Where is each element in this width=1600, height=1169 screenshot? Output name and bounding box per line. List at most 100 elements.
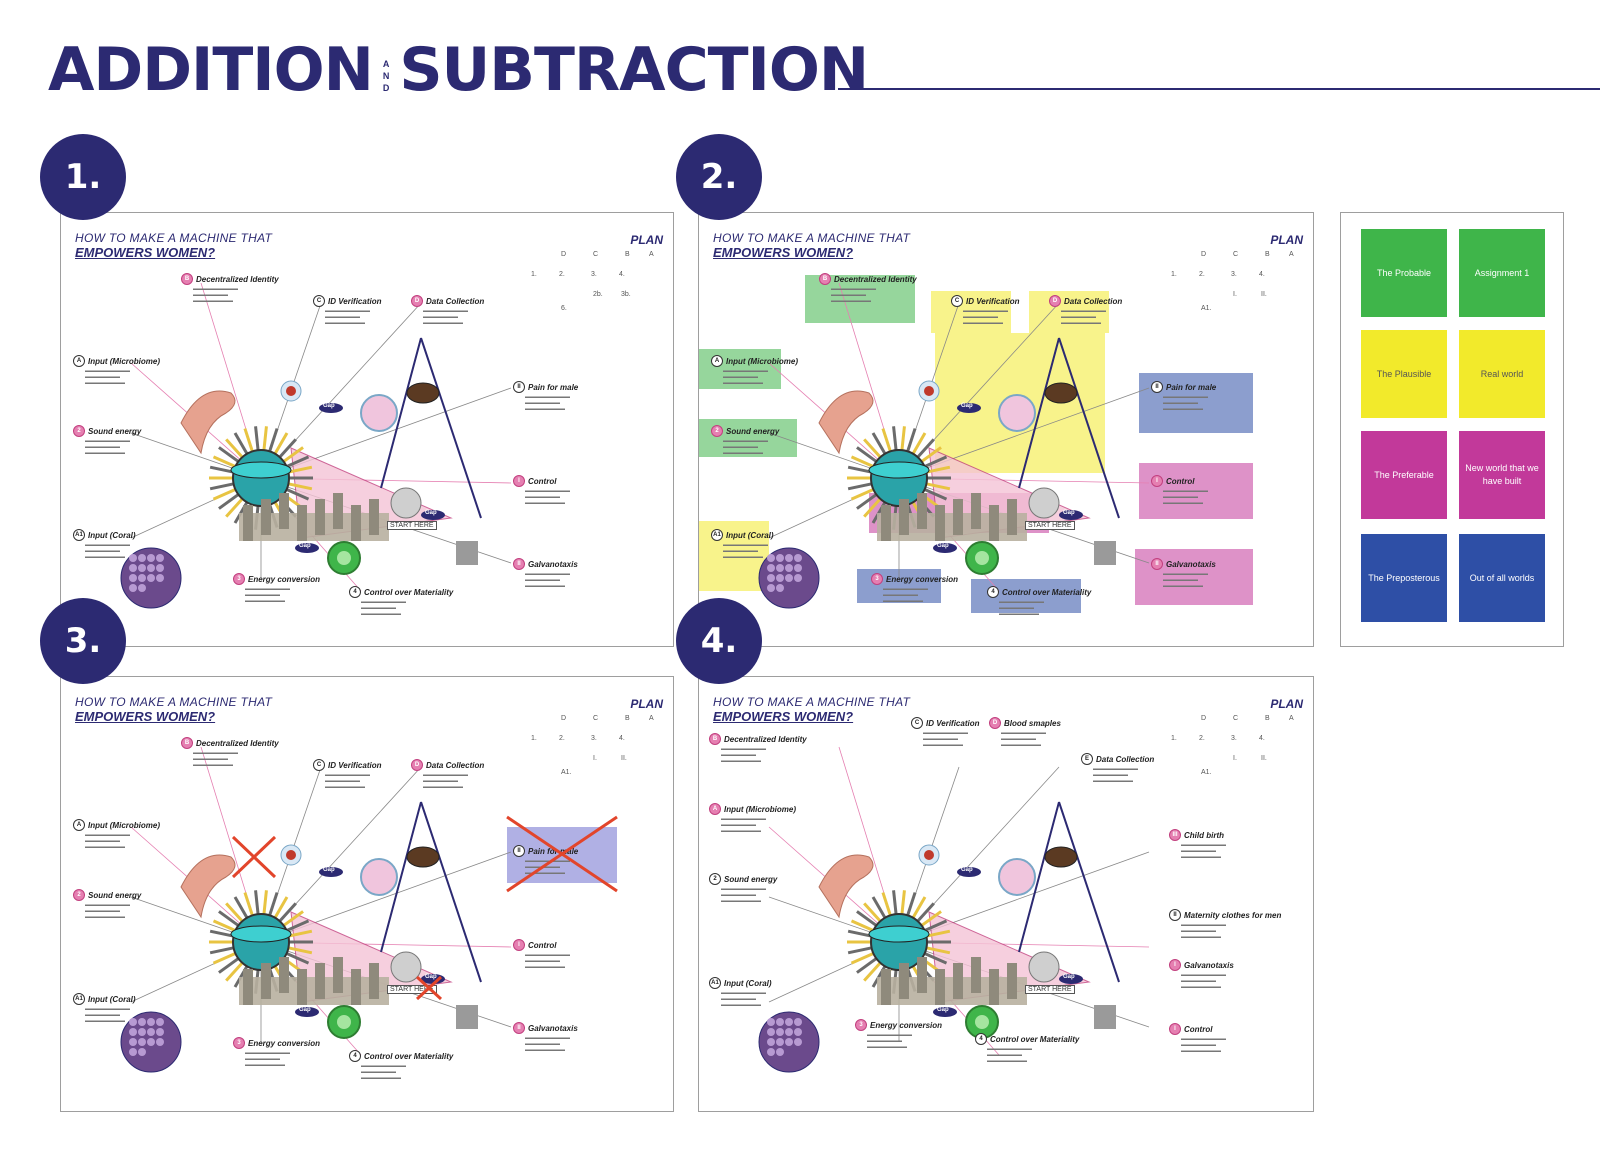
plan-flow-step: A — [649, 251, 654, 258]
node-badge: 2 — [73, 425, 85, 437]
coral-dot — [147, 554, 155, 562]
node-label: ID Verification — [328, 760, 382, 770]
wheel-spoke — [225, 960, 245, 982]
node-label: Galvanotaxis — [528, 1023, 578, 1033]
plan-flow-step: D — [1201, 715, 1207, 722]
node-description: ▬▬▬▬▬▬▬▬▬▬▬▬▬▬▬▬▬▬▬▬▬▬▬▬ — [987, 1046, 1032, 1064]
plan-flow-step: 4. — [1259, 735, 1265, 742]
panel-question: HOW TO MAKE A MACHINE THAT — [75, 695, 273, 709]
building-block — [243, 505, 253, 541]
coral-dot — [129, 574, 137, 582]
gap-pill — [933, 1007, 957, 1017]
node-description: ▬▬▬▬▬▬▬▬▬▬▬▬▬▬▬▬▬▬▬▬▬▬▬▬ — [525, 1035, 570, 1053]
wheel-spoke — [924, 481, 951, 491]
node-label: Child birth — [1184, 830, 1224, 840]
wheel-spoke — [850, 487, 876, 501]
coral-dot — [138, 1018, 146, 1026]
coral-dot — [156, 1038, 164, 1046]
coral-dot — [138, 1048, 146, 1056]
node-label: Control — [528, 476, 557, 486]
node-label: Decentralized Identity — [196, 274, 279, 284]
gap-pill — [421, 510, 445, 520]
node-badge: 3 — [855, 1019, 867, 1031]
node-label: Input (Coral) — [88, 530, 136, 540]
node-label: Sound energy — [724, 874, 778, 884]
node-badge: II — [1151, 381, 1163, 393]
machine-collage — [758, 746, 1150, 1073]
coral-dot — [767, 1018, 775, 1026]
node-label: Input (Microbiome) — [726, 356, 798, 366]
coral-dot — [767, 574, 775, 582]
gap-label: Gap — [937, 1007, 949, 1013]
coral-dot — [156, 1028, 164, 1036]
wheel-spoke — [286, 945, 313, 955]
panel-headline: EMPOWERS WOMEN? — [713, 709, 854, 724]
plan-flow-step: 2. — [1199, 735, 1205, 742]
node-description: ▬▬▬▬▬▬▬▬▬▬▬▬▬▬▬▬▬▬▬▬▬▬▬▬ — [1163, 571, 1208, 589]
purple-rod — [380, 801, 422, 953]
sticky-label: The Probable — [1376, 267, 1432, 278]
purple-rod — [1018, 801, 1060, 953]
node-label: Energy conversion — [870, 1020, 943, 1030]
coral-dot — [794, 564, 802, 572]
node-badge: II — [513, 845, 525, 857]
node-description: ▬▬▬▬▬▬▬▬▬▬▬▬▬▬▬▬▬▬▬▬▬▬▬▬ — [999, 599, 1044, 617]
wheel-spoke — [910, 432, 927, 457]
plan-flow-step: B — [1265, 251, 1270, 258]
sticky-assignment-1: Assignment 1 — [1459, 229, 1545, 317]
plan-flow-step: C — [593, 715, 599, 722]
sticky-label: The Plausible — [1376, 368, 1432, 379]
plan-flow-step: II. — [1261, 291, 1267, 298]
coral-dot — [147, 1028, 155, 1036]
node-label: Pain for male — [528, 846, 579, 856]
node-description: ▬▬▬▬▬▬▬▬▬▬▬▬▬▬▬▬▬▬▬▬▬▬▬▬ — [883, 586, 928, 604]
coral-dot — [785, 1028, 793, 1036]
node-description: ▬▬▬▬▬▬▬▬▬▬▬▬▬▬▬▬▬▬▬▬▬▬▬▬ — [423, 308, 468, 326]
wheel-spoke — [881, 428, 893, 454]
wheel-spoke — [847, 481, 874, 491]
coral-dot — [129, 1038, 137, 1046]
wheel-spoke — [922, 951, 948, 965]
coral-dot — [776, 1038, 784, 1046]
wheel-spoke — [272, 432, 289, 457]
machine-collage — [120, 282, 512, 609]
gap-label: Gap — [961, 867, 973, 873]
node-label: Sound energy — [88, 426, 142, 436]
subtraction-cross-marks — [231, 815, 618, 1001]
title-subtraction: SUBTRACTION — [399, 35, 869, 105]
node-description: ▬▬▬▬▬▬▬▬▬▬▬▬▬▬▬▬▬▬▬▬▬▬▬▬ — [525, 952, 570, 970]
gap-pill — [319, 867, 343, 877]
start-here-label: START HERE — [1025, 985, 1075, 994]
node-badge: 4 — [975, 1033, 987, 1045]
node-description: ▬▬▬▬▬▬▬▬▬▬▬▬▬▬▬▬▬▬▬▬▬▬▬▬ — [1163, 488, 1208, 506]
building-block — [333, 493, 343, 529]
purple-rod — [420, 801, 482, 983]
bowl-rim — [230, 925, 292, 943]
wheel-spoke — [212, 487, 238, 501]
wheel-spoke — [863, 902, 883, 924]
node-description: ▬▬▬▬▬▬▬▬▬▬▬▬▬▬▬▬▬▬▬▬▬▬▬▬ — [245, 1050, 290, 1068]
arm-shape — [818, 390, 874, 455]
gap-label: Gap — [937, 543, 949, 549]
wheel-spoke — [900, 426, 906, 453]
machine-collage — [758, 282, 1150, 609]
node-description: ▬▬▬▬▬▬▬▬▬▬▬▬▬▬▬▬▬▬▬▬▬▬▬▬ — [85, 438, 130, 456]
category-highlight — [699, 521, 769, 591]
plan-flow-step: B — [1265, 715, 1270, 722]
node-label: Control over Materiality — [364, 587, 454, 597]
woman-photo — [390, 951, 422, 983]
coral-dot — [767, 584, 775, 592]
wheel-spoke — [900, 890, 906, 917]
node-badge: B — [181, 273, 193, 285]
